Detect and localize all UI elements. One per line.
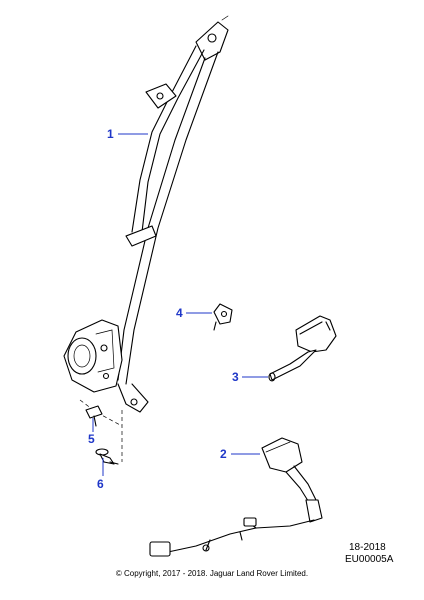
callout-4: 4: [176, 306, 183, 320]
seat-belt-assembly: [63, 15, 229, 413]
bolt-part-5: [85, 405, 103, 427]
copyright-notice: © Copyright, 2017 - 2018. Jaguar Land Ro…: [115, 569, 309, 578]
drawing-id: EU00005A: [345, 554, 394, 565]
assembly-guide-lines: [79, 399, 123, 462]
callout-leaders: [92, 133, 268, 476]
callout-1: 1: [107, 127, 114, 141]
callout-5: 5: [88, 432, 95, 446]
callout-2: 2: [220, 447, 227, 461]
date-code: 18-2018: [349, 542, 386, 553]
callout-6: 6: [97, 477, 104, 491]
buckle-part-2: [149, 437, 323, 557]
height-adjuster-part-3: [268, 315, 337, 382]
callout-3: 3: [232, 370, 239, 384]
bolt-part-6: [95, 448, 119, 465]
bracket-clip-part-4: [213, 303, 233, 331]
